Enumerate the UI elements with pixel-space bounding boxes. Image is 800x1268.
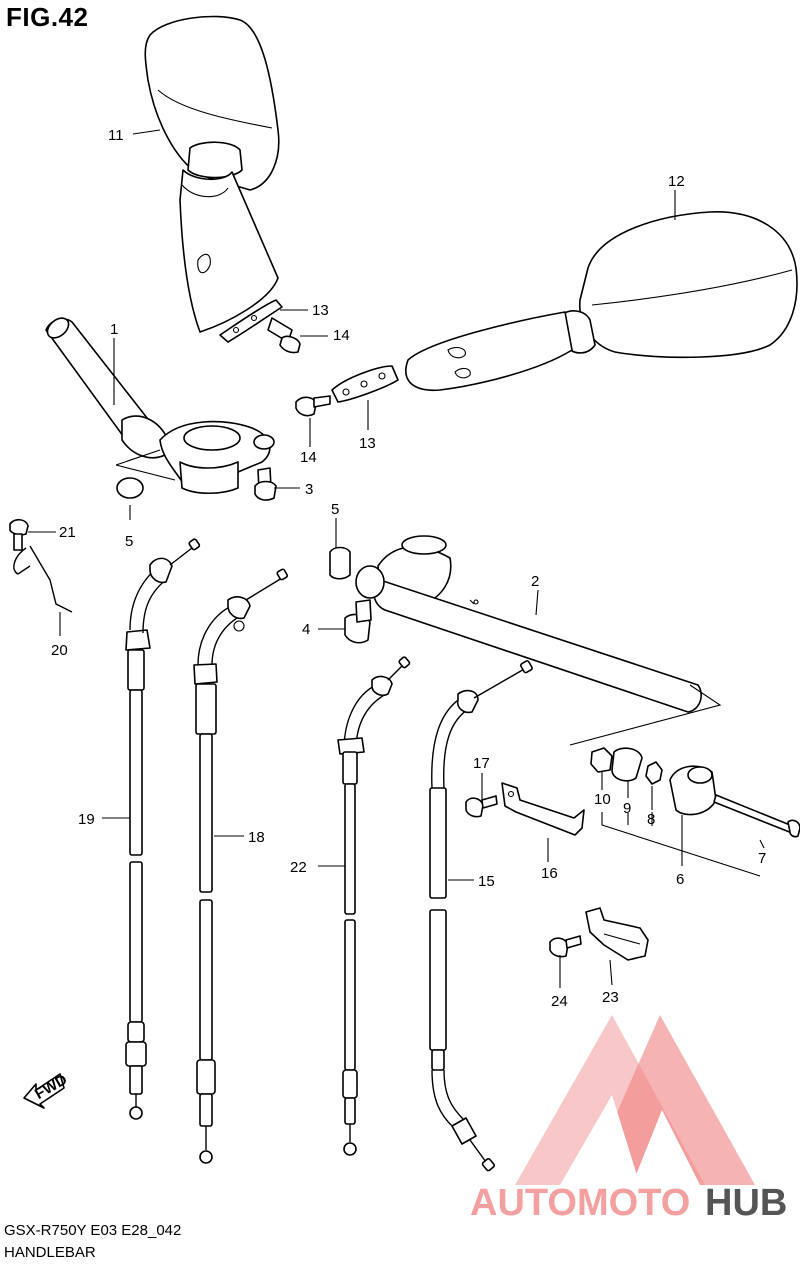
callout-14-right: 14 bbox=[300, 449, 317, 466]
cable-guide-16 bbox=[501, 782, 585, 836]
right-mirror bbox=[405, 211, 798, 392]
callout-20: 20 bbox=[51, 642, 68, 659]
callout-labels: 11 12 1 2 3 4 5 5 6 7 8 9 10 13 13 14 14… bbox=[51, 127, 766, 1010]
balancer-weight-6 bbox=[669, 765, 717, 816]
callout-16: 16 bbox=[541, 865, 558, 882]
right-handlebar bbox=[355, 535, 722, 746]
mirror-bolt-left bbox=[267, 317, 301, 354]
callout-5-right: 5 bbox=[331, 501, 339, 518]
callout-17: 17 bbox=[473, 755, 490, 772]
callout-15: 15 bbox=[478, 873, 495, 890]
mirror-plate-left bbox=[219, 299, 283, 343]
callout-2: 2 bbox=[531, 573, 539, 590]
balancer-washer-8 bbox=[645, 761, 663, 785]
left-handlebar bbox=[45, 317, 275, 495]
watermark-text-part-1: AUTOMOTO bbox=[470, 1182, 690, 1224]
wire-clamp-20 bbox=[13, 545, 73, 613]
callout-12: 12 bbox=[668, 173, 685, 190]
bar-end-cap-right bbox=[329, 546, 351, 580]
callout-1: 1 bbox=[110, 321, 118, 338]
watermark-logo bbox=[515, 1015, 755, 1185]
clamp-bolt-3 bbox=[254, 467, 277, 501]
callout-8: 8 bbox=[647, 811, 655, 828]
mirror-plate-right bbox=[331, 365, 399, 403]
balancer-nut-10 bbox=[590, 747, 613, 773]
callout-11: 11 bbox=[108, 127, 124, 144]
callout-13-right: 13 bbox=[359, 435, 376, 452]
fwd-label: FWD bbox=[32, 1071, 70, 1103]
forward-direction-arrow: FWD bbox=[23, 1071, 70, 1109]
bolt-17 bbox=[465, 795, 498, 818]
callout-18: 18 bbox=[248, 829, 265, 846]
section-name: HANDLEBAR bbox=[4, 1244, 96, 1261]
watermark-text-part-2: HUB bbox=[705, 1182, 787, 1224]
leader-lines bbox=[28, 129, 765, 988]
cable-15 bbox=[429, 660, 533, 1172]
bar-end-cap-left bbox=[116, 477, 144, 499]
callout-5-left: 5 bbox=[125, 533, 133, 550]
figure-title: FIG.42 bbox=[6, 2, 89, 32]
callout-9: 9 bbox=[623, 800, 631, 817]
callout-23: 23 bbox=[602, 989, 619, 1006]
callout-6: 6 bbox=[676, 871, 684, 888]
mirror-bolt-right bbox=[295, 395, 331, 417]
callout-24: 24 bbox=[551, 993, 568, 1010]
callout-22: 22 bbox=[290, 859, 307, 876]
callout-10: 10 bbox=[594, 791, 611, 808]
cable-guide-23 bbox=[585, 907, 649, 961]
left-mirror bbox=[144, 15, 280, 333]
watermark-wordmark: AUTOMOTO HUB bbox=[470, 1182, 787, 1224]
model-code: GSX-R750Y E03 E28_042 bbox=[4, 1222, 182, 1239]
callout-7: 7 bbox=[758, 850, 766, 867]
bolt-24 bbox=[549, 935, 582, 958]
callout-4: 4 bbox=[302, 621, 310, 638]
cable-19 bbox=[125, 538, 201, 1120]
bolt-21 bbox=[9, 518, 29, 551]
callout-3: 3 bbox=[305, 481, 313, 498]
balancer-sleeve-9 bbox=[611, 747, 643, 782]
callout-21: 21 bbox=[59, 524, 76, 541]
balancer-screw-7 bbox=[713, 794, 800, 838]
callout-14-left: 14 bbox=[333, 327, 350, 344]
cable-18 bbox=[193, 568, 289, 1164]
clamp-bolt-4 bbox=[344, 599, 372, 644]
cable-22 bbox=[337, 656, 411, 1156]
callout-13-left: 13 bbox=[312, 302, 329, 319]
callout-19: 19 bbox=[78, 811, 95, 828]
